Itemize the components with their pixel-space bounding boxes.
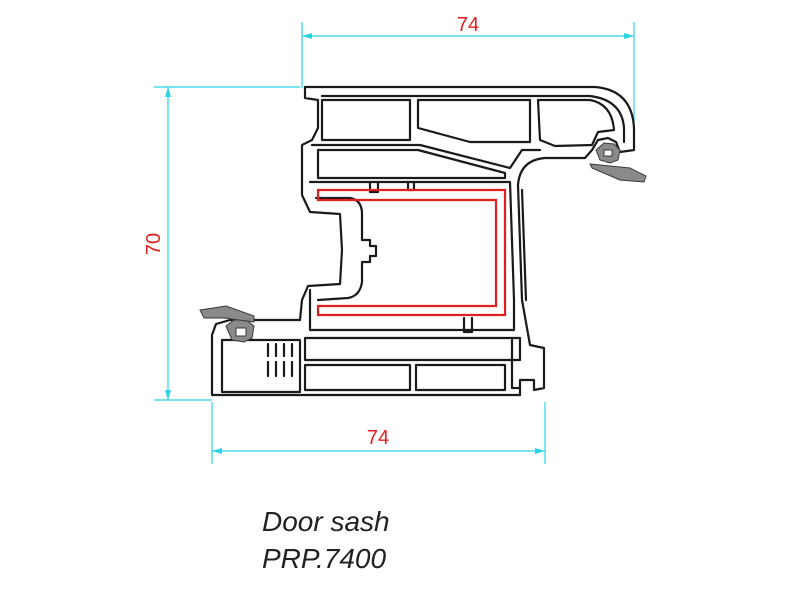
profile-code: PRP.7400: [262, 543, 387, 574]
gasket-top-right: [589, 142, 647, 183]
profile-name: Door sash: [262, 506, 390, 537]
dimension-left: [154, 86, 300, 401]
dimension-bottom: [211, 402, 546, 464]
dimension-left-label: 70: [143, 233, 165, 255]
dimension-top-label: 74: [457, 14, 479, 36]
gasket-bottom-left: [199, 305, 255, 343]
dimension-bottom-label: 74: [367, 427, 389, 449]
sash-profile: [210, 85, 636, 397]
steel-reinforcement: [316, 188, 507, 317]
